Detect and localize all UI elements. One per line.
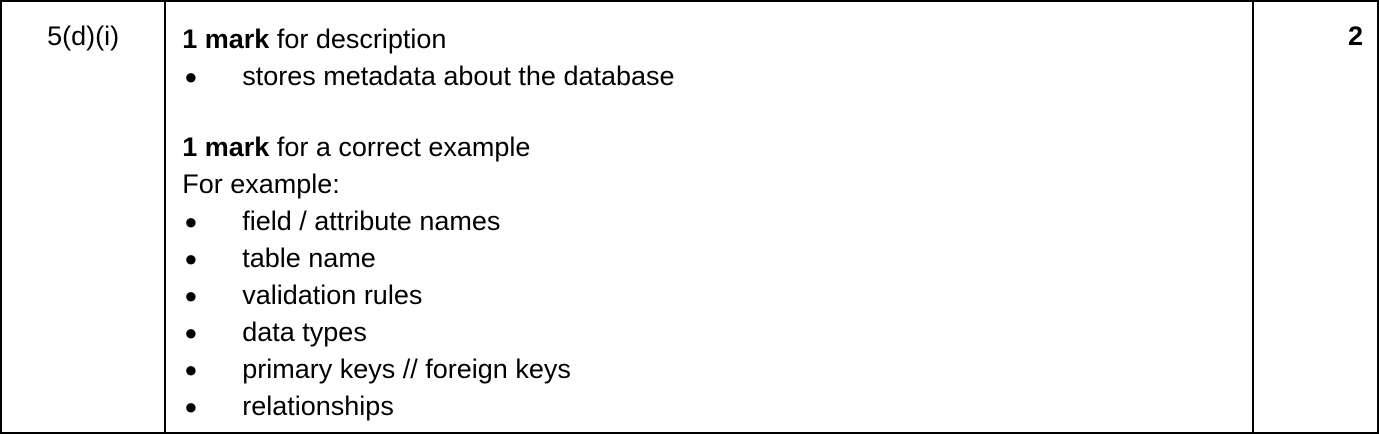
list-item-text: table name <box>242 243 376 273</box>
bullet-dot-icon: ● <box>184 320 198 345</box>
list-item: ● data types <box>182 314 1252 351</box>
marks-value: 2 <box>1347 21 1363 51</box>
spacer <box>182 95 1252 129</box>
list-item-text: stores metadata about the database <box>242 61 675 91</box>
list-item-text: data types <box>242 317 367 347</box>
list-item-text: validation rules <box>242 280 423 310</box>
list-item: ● field / attribute names <box>182 203 1252 240</box>
question-number: 5(d)(i) <box>47 21 120 51</box>
example-mark-label: 1 mark <box>182 132 270 162</box>
list-item: ● validation rules <box>182 277 1252 314</box>
list-item: ● table name <box>182 240 1252 277</box>
bullet-dot-icon: ● <box>184 209 198 234</box>
bullet-dot-icon: ● <box>184 357 198 382</box>
example-mark-text: for a correct example <box>269 132 531 162</box>
example-intro: For example: <box>182 169 340 199</box>
list-item: ● relationships <box>182 388 1252 425</box>
question-number-cell: 5(d)(i) <box>0 0 167 434</box>
example-heading: 1 mark for a correct example <box>182 129 1252 166</box>
bullet-dot-icon: ● <box>184 64 198 89</box>
list-item-text: primary keys // foreign keys <box>242 354 571 384</box>
description-mark-text: for description <box>269 24 447 54</box>
description-heading: 1 mark for description <box>182 21 1252 58</box>
example-bullet-list: ● field / attribute names ● table name ●… <box>182 203 1252 425</box>
bullet-dot-icon: ● <box>184 246 198 271</box>
list-item-text: field / attribute names <box>242 206 501 236</box>
list-item: ● stores metadata about the database <box>182 58 1252 95</box>
list-item: ● primary keys // foreign keys <box>182 351 1252 388</box>
answer-cell: 1 mark for description ● stores metadata… <box>164 0 1254 434</box>
bullet-dot-icon: ● <box>184 283 198 308</box>
bullet-dot-icon: ● <box>184 394 198 419</box>
description-mark-label: 1 mark <box>182 24 270 54</box>
list-item-text: relationships <box>242 391 394 421</box>
description-bullet-list: ● stores metadata about the database <box>182 58 1252 95</box>
marks-cell: 2 <box>1251 0 1379 434</box>
